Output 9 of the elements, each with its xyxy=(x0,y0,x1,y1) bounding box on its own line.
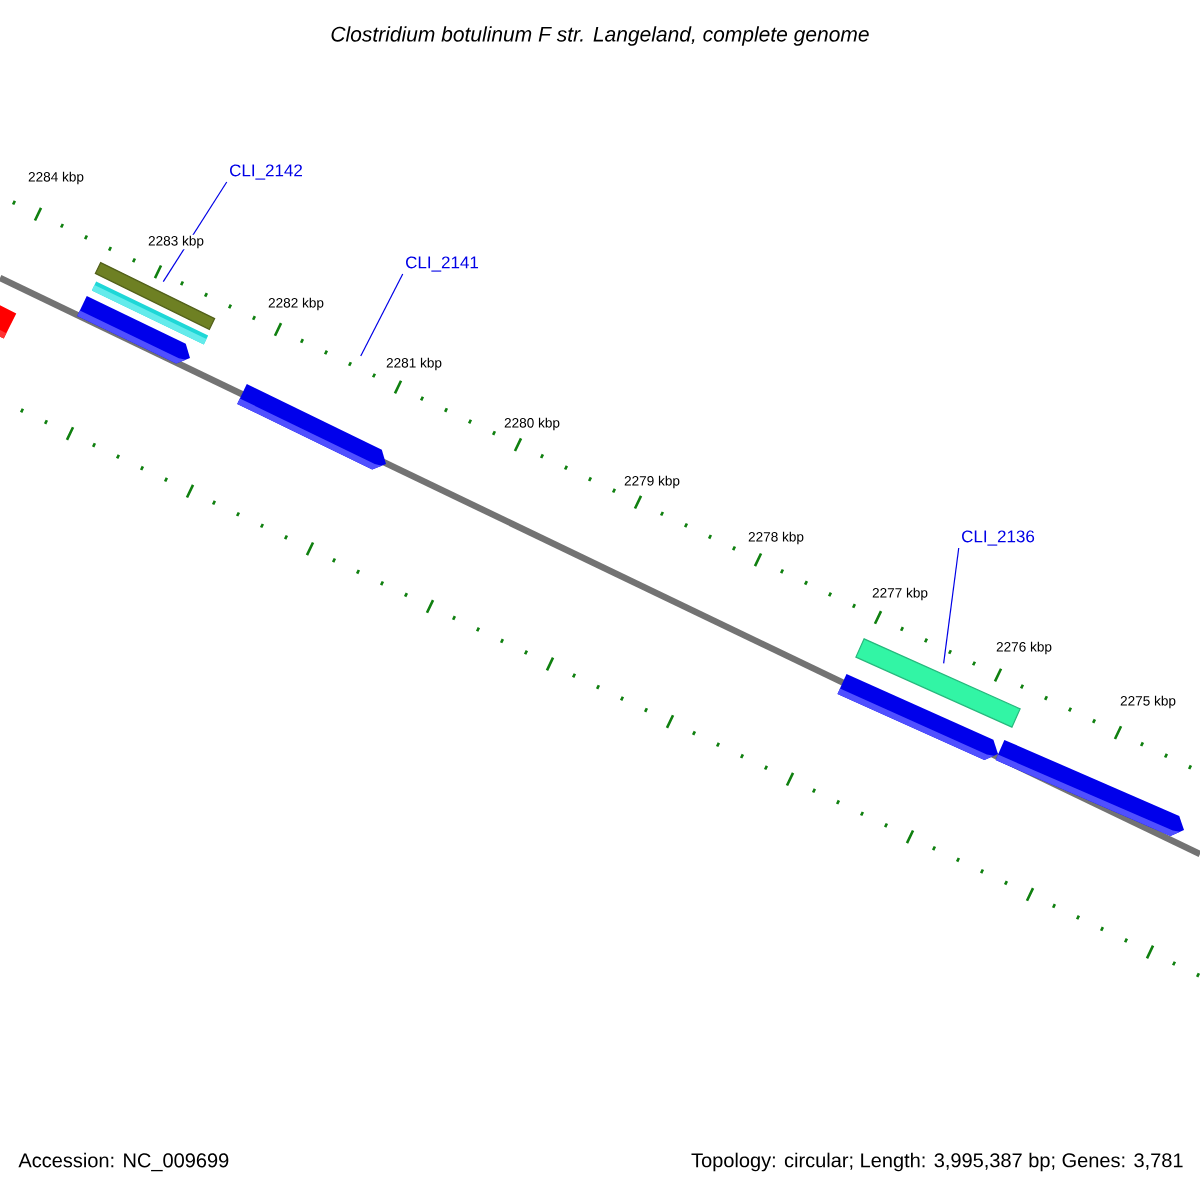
leader-line xyxy=(162,181,228,283)
gene-label: CLI_2136 xyxy=(962,530,1035,546)
accession-text: Accession: NC_009699 xyxy=(18,1152,229,1172)
genome-summary-text: Topology: circular; Length: 3,995,387 bp; Genes: 3,781 xyxy=(691,1152,1183,1172)
leader-line xyxy=(943,547,960,664)
title: Clostridium botulinum F str. Langeland, complete genome xyxy=(331,26,869,46)
gene-label: CLI_2141 xyxy=(406,256,479,272)
gene-label: CLI_2142 xyxy=(230,164,302,180)
leader-line xyxy=(360,273,404,357)
